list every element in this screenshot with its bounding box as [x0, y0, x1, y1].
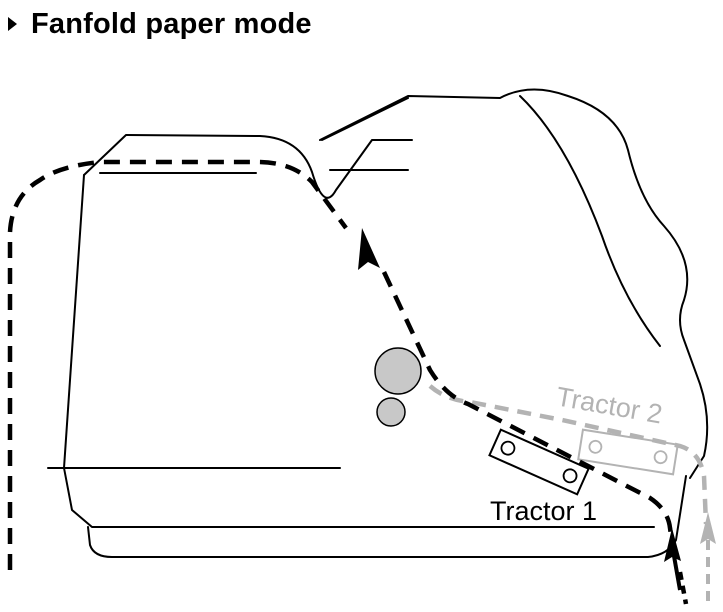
tractor-1-sprocket-left: [500, 440, 516, 456]
primary-paper-path: [7, 159, 689, 605]
rollers: [374, 347, 422, 427]
tractor-2-sprocket-right: [653, 450, 668, 465]
tractor-2-paper-path: [428, 384, 710, 604]
tractor-1-sprocket-right: [562, 468, 578, 484]
printer-body: [47, 88, 709, 558]
bullet-triangle-icon: [8, 17, 17, 31]
tractor-1: [488, 428, 590, 496]
page-title: Fanfold paper mode: [31, 7, 312, 40]
printer-body-bottom: [63, 467, 655, 528]
printer-top-cover: [83, 134, 413, 199]
primary-path-entry-line: [672, 555, 682, 591]
primary-path-upper-arrow-icon: [358, 228, 380, 270]
tractor-1-label: Tractor 1: [490, 496, 597, 526]
title-block: Fanfold paper mode: [8, 4, 312, 44]
primary-path-entry-arrow-icon: [664, 528, 681, 562]
pinch-roller: [376, 397, 406, 427]
printer-rear-housing: [319, 88, 709, 479]
tractor-2-arrow-icon: [700, 512, 716, 544]
printer-lid-band: [321, 97, 409, 141]
printer-front-face: [63, 174, 85, 469]
tractor-2-sprocket-left: [588, 439, 603, 454]
platen-roller: [374, 347, 422, 395]
printer-rear-inner-curve: [519, 95, 661, 347]
